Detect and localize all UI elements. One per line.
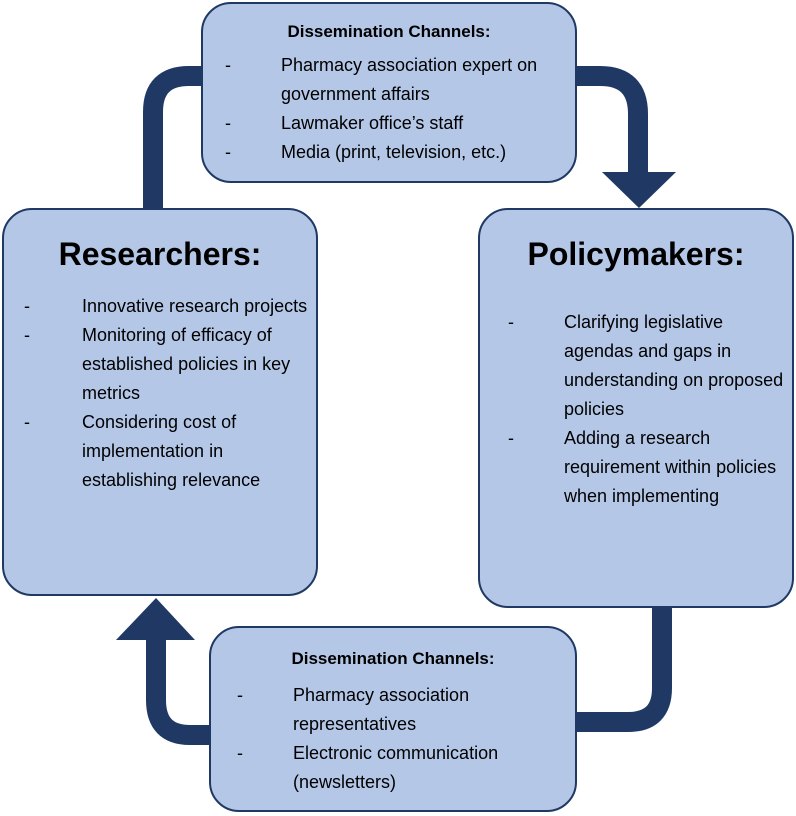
list-item: - Electronic communication (newsletters): [237, 739, 565, 797]
list-item-text: Monitoring of efficacy of established po…: [82, 325, 291, 403]
bullet-dash: -: [508, 428, 514, 448]
list-item-text: Pharmacy association representatives: [293, 685, 470, 734]
top-channels-title: Dissemination Channels:: [287, 22, 491, 41]
policymakers-box: Policymakers: - Clarifying legislative ag…: [478, 208, 794, 608]
list-item: - Considering cost of implementation in e…: [24, 408, 308, 495]
researchers-box: Researchers: - Innovative research projec…: [2, 208, 318, 596]
bullet-dash: -: [225, 113, 231, 133]
bullet-dash: -: [237, 685, 243, 705]
bullet-dash: -: [24, 412, 30, 432]
list-item: - Monitoring of efficacy of established p…: [24, 321, 308, 408]
top-channels-list: - Pharmacy association expert on governme…: [225, 51, 565, 167]
bottom-dissemination-channels-box: Dissemination Channels: - Pharmacy associ…: [209, 626, 577, 812]
list-item: - Clarifying legislative agendas and gaps…: [508, 308, 784, 424]
list-item: - Pharmacy association expert on governme…: [225, 51, 565, 109]
list-item: - Adding a research requirement within po…: [508, 424, 784, 511]
arrowhead-policymakers: [602, 172, 676, 208]
policymakers-title: Policymakers:: [527, 236, 745, 272]
bottom-channels-title: Dissemination Channels:: [291, 649, 495, 668]
bullet-dash: -: [24, 296, 30, 316]
list-item-text: Media (print, television, etc.): [281, 142, 507, 162]
bullet-dash: -: [24, 325, 30, 345]
list-item-text: Adding a research requirement within pol…: [564, 428, 777, 506]
bottom-channels-list: - Pharmacy association representatives - E…: [237, 681, 565, 797]
list-item-text: Lawmaker office’s staff: [281, 113, 464, 133]
arrow-channels-to-policymakers: [575, 66, 648, 176]
list-item-text: Clarifying legislative agendas and gaps …: [564, 312, 784, 419]
bullet-dash: -: [225, 55, 231, 75]
top-dissemination-channels-box: Dissemination Channels: - Pharmacy associ…: [201, 2, 577, 183]
arrow-policymakers-to-channels: [575, 606, 672, 732]
bullet-dash: -: [508, 312, 514, 332]
list-item-text: Considering cost of implementation in es…: [82, 412, 261, 490]
arrow-channels-to-researchers: [146, 636, 211, 745]
arrowhead-researchers: [116, 598, 195, 640]
list-item-text: Pharmacy association expert on governmen…: [281, 55, 538, 104]
researchers-list: - Innovative research projects - Monitorin…: [24, 292, 308, 495]
researchers-title: Researchers:: [58, 236, 262, 272]
list-item: - Lawmaker office’s staff: [225, 109, 565, 138]
arrow-researchers-to-channels: [143, 66, 203, 210]
list-item-text: Innovative research projects: [82, 296, 308, 316]
bullet-dash: -: [225, 142, 231, 162]
policymakers-list: - Clarifying legislative agendas and gaps…: [508, 308, 784, 511]
bullet-dash: -: [237, 743, 243, 763]
list-item: - Media (print, television, etc.): [225, 138, 565, 167]
list-item-text: Electronic communication (newsletters): [293, 743, 499, 792]
list-item: - Innovative research projects: [24, 292, 308, 321]
list-item: - Pharmacy association representatives: [237, 681, 565, 739]
